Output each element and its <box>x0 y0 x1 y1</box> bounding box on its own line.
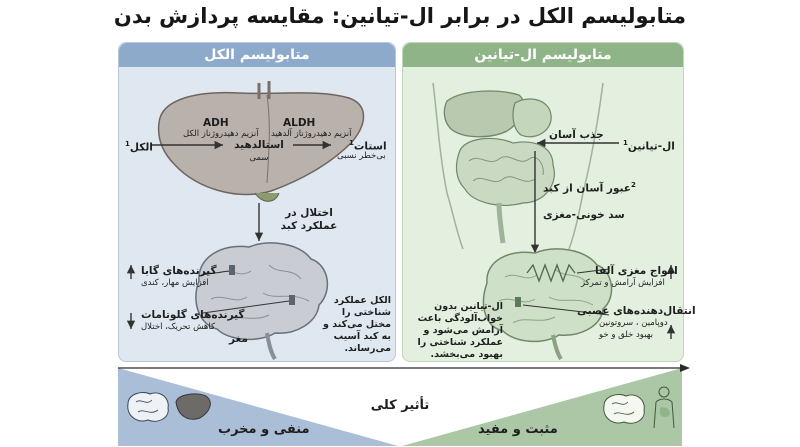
gaba-receptor-sub: افزایش مهار، کندی <box>141 278 209 288</box>
acetaldehyde-label: استالدهید <box>234 139 284 151</box>
glutamate-receptor-sub: کاهش تحریک، اختلال <box>141 322 216 332</box>
acetate-note: 1 <box>349 139 354 147</box>
overall-impact-label: تأثیر کلی <box>370 398 430 413</box>
alcohol-effect-text: الکل عملکرد شناختی را مختل می‌کند و به ک… <box>323 295 391 354</box>
neurotransmitter-sub1: دوپامین ، سروتونین <box>599 318 668 328</box>
acetaldehyde-sub: سمی <box>249 153 269 163</box>
aldh-desc: آنزیم دهیدروژناز آلدهید <box>271 129 352 139</box>
healthy-brain-icon <box>603 393 645 424</box>
theanine-panel: متابولیسم ال-تیانین ال-تیانین1 <box>402 42 696 362</box>
healthy-body-icon <box>653 386 675 429</box>
positive-impact-label: مثبت و مفید <box>478 422 558 437</box>
liver-dysfunction-line1: اختلال در <box>285 207 333 219</box>
brain-icon <box>482 248 613 343</box>
liver-dysfunction-line2: عملکرد کبد <box>280 220 338 232</box>
brain-label: مغز <box>229 333 248 345</box>
damaged-brain-icon <box>127 391 169 422</box>
gaba-receptor-label: گیرنده‌های گابا <box>141 265 217 277</box>
passage-note: 2 <box>630 181 636 189</box>
brain-icon <box>195 242 329 341</box>
theanine-illustration <box>432 82 676 361</box>
absorption-label: جذب آسان <box>549 129 604 141</box>
overall-impact-graphic <box>118 364 690 446</box>
liver-icon <box>443 90 525 138</box>
theanine-note: 1 <box>623 139 628 147</box>
liver-passage-label: 2عبور آسان از کبد <box>543 181 636 195</box>
negative-impact-label: منفی و مخرب <box>218 422 310 437</box>
blood-brain-barrier-label: سد خونی-مغزی <box>543 209 625 221</box>
neurotransmitter-label: انتقال‌دهنده‌های عصبی <box>577 305 696 317</box>
alcohol-panel-header: متابولیسم الکل <box>119 43 395 67</box>
alcohol-note: 1 <box>125 140 130 148</box>
theanine-effect-text: ال-تیانین بدون خواب‌آلودگی باعث آرامش می… <box>417 301 503 360</box>
theanine-label: ال-تیانین1 <box>623 139 675 153</box>
neurotransmitter-sub2: بهبود خلق و خو <box>599 330 654 340</box>
alcohol-illustration <box>126 81 365 361</box>
aldh-title: ALDH <box>283 117 316 129</box>
theanine-panel-header: متابولیسم ال-تیانین <box>403 43 683 67</box>
liver-icon <box>157 91 365 196</box>
intestine-icon <box>455 137 555 206</box>
alpha-wave-sub: افزایش آرامش و تمرکز <box>581 278 665 288</box>
glutamate-receptor-label: گیرنده‌های گلوتامات <box>141 309 245 321</box>
alpha-wave-label: امواج مغزی آلفا <box>595 265 678 277</box>
adh-desc: آنزیم دهیدروژناز الکل <box>183 129 259 139</box>
acetate-label: استات1 <box>349 139 387 153</box>
acetate-sub: بی‌خطر نسبی <box>337 151 386 161</box>
alcohol-label: الکل1 <box>125 140 153 154</box>
adh-title: ADH <box>203 117 229 129</box>
alcohol-panel: متابولیسم الکل الکل1 ADH آنزیم دهیدروژنا… <box>118 42 396 362</box>
damaged-liver-icon <box>175 393 211 420</box>
page-title: متابولیسم الکل در برابر ال-تیانین: مقایس… <box>113 4 687 28</box>
